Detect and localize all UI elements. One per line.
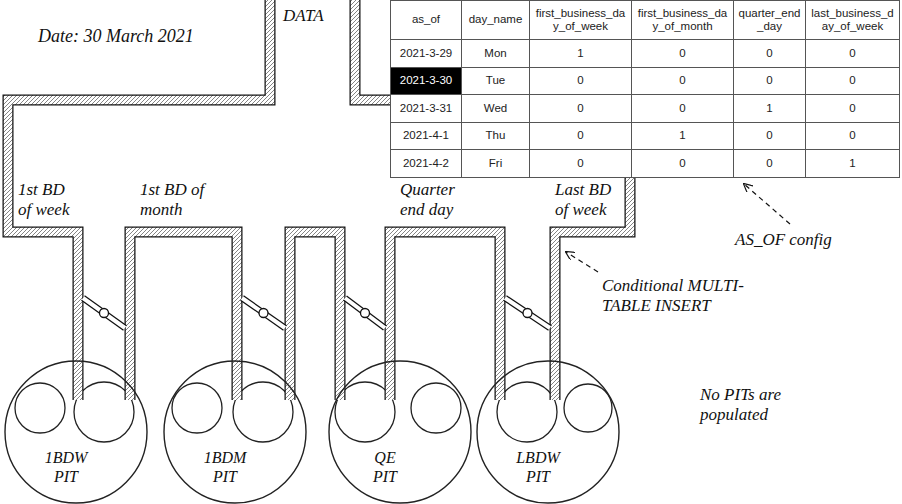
pit-label: QE PIT — [373, 448, 397, 486]
pipe-wall — [390, 232, 500, 400]
table-cell: 0 — [530, 95, 632, 123]
table-cell: 0 — [632, 68, 734, 96]
table-header: quarter_end_day — [734, 0, 806, 40]
pit-circle — [5, 361, 147, 503]
table-cell: 1 — [632, 123, 734, 151]
table-cell: 0 — [530, 68, 632, 96]
table-cell: 1 — [806, 150, 900, 178]
table-header: last_business_day_of_week — [806, 0, 900, 40]
table-header: day_name — [462, 0, 530, 40]
valve-symbol — [505, 298, 550, 328]
pipe-wall — [290, 232, 340, 400]
branch-label: Quarter end day — [400, 180, 472, 219]
table-cell: 0 — [734, 40, 806, 68]
valve-symbol — [345, 298, 385, 328]
pit-node: 1BDM PIT — [163, 360, 307, 504]
pipe-wall-hatch — [8, 0, 270, 400]
date-label: Date: 30 March 2021 — [38, 26, 278, 47]
table-cell: 2021-3-31 — [390, 95, 462, 123]
pit-inlet-circle — [497, 382, 557, 442]
valve-symbol — [83, 298, 125, 328]
pit-circle — [329, 361, 471, 503]
branch-label: 1st BD of month — [140, 180, 224, 219]
table-cell: 0 — [734, 68, 806, 96]
pit-inner-circle — [172, 383, 222, 433]
table-cell: 1 — [734, 95, 806, 123]
branch-label: 1st BD of week — [18, 180, 80, 219]
callout-note: No PITs are populated — [700, 385, 802, 424]
table-cell: Thu — [462, 123, 530, 151]
table-cell: 0 — [806, 123, 900, 151]
pit-outline — [328, 360, 472, 504]
pit-node: LBDW PIT — [476, 360, 620, 504]
pit-inner-circle — [15, 383, 65, 433]
table-header: first_business_day_of_week — [530, 0, 632, 40]
table-cell: 0 — [806, 40, 900, 68]
table-cell: 1 — [530, 40, 632, 68]
pit-label: 1BDW PIT — [45, 448, 88, 486]
pit-circle — [477, 361, 619, 503]
pit-inner-circle — [564, 384, 612, 432]
table-cell: 0 — [734, 150, 806, 178]
pit-label: LBDW PIT — [516, 448, 560, 486]
table-cell: 0 — [530, 123, 632, 151]
table-header: first_business_day_of_month — [632, 0, 734, 40]
table-header: as_of — [390, 0, 462, 40]
pit-circle — [164, 361, 306, 503]
pit-inner-circle — [411, 383, 461, 433]
table-cell: 0 — [806, 95, 900, 123]
pipe-wall — [130, 232, 237, 400]
callout-note: AS_OF config — [735, 230, 885, 250]
valve-symbol — [242, 298, 285, 328]
source-label: DATA — [283, 6, 353, 26]
table-cell: 2021-3-30 — [390, 68, 462, 96]
table-cell: Fri — [462, 150, 530, 178]
pit-label: 1BDM PIT — [204, 448, 247, 486]
table-cell: 0 — [806, 68, 900, 96]
table-cell: 2021-4-1 — [390, 123, 462, 151]
pipe-wall-hatch — [390, 232, 500, 400]
callout-arrow — [744, 184, 790, 224]
pit-node: QE PIT — [328, 360, 472, 504]
pipe-wall — [8, 0, 270, 400]
table-cell: 0 — [632, 40, 734, 68]
pipe-wall — [355, 0, 390, 100]
table-cell: 0 — [632, 95, 734, 123]
table-cell: 0 — [734, 123, 806, 151]
table-cell: 0 — [632, 150, 734, 178]
pit-node: 1BDW PIT — [4, 360, 148, 504]
table-cell: Tue — [462, 68, 530, 96]
pipe-wall-hatch — [130, 232, 237, 400]
table-cell: 0 — [530, 150, 632, 178]
callout-arrow — [566, 252, 598, 272]
pipe-wall-hatch — [355, 0, 390, 100]
branch-label: Last BD of week — [555, 180, 619, 219]
table-cell: Wed — [462, 95, 530, 123]
table-cell: Mon — [462, 40, 530, 68]
callout-note: Conditional MULTI-TABLE INSERT — [602, 276, 754, 315]
table-cell: 2021-3-29 — [390, 40, 462, 68]
table-cell: 2021-4-2 — [390, 150, 462, 178]
pipe-wall-hatch — [290, 232, 340, 400]
